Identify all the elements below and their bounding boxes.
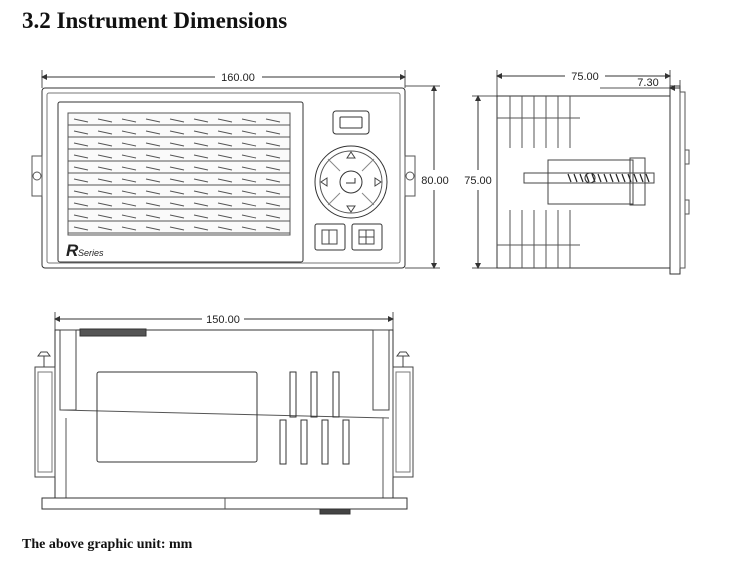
bottom-view: 150.00 <box>34 312 414 515</box>
side-view: 75.00 7.30 75.00 <box>464 70 690 275</box>
bottom-width-label: 150.00 <box>206 314 240 326</box>
brand-logo-series: Series <box>78 248 104 258</box>
page-title: 3.2 Instrument Dimensions <box>22 8 288 33</box>
brand-logo-mark: R <box>66 241 79 260</box>
front-height-label: 80.00 <box>421 175 449 187</box>
unit-footnote: The above graphic unit: mm <box>22 537 193 552</box>
front-view: 160.00 80.00 <box>31 70 449 269</box>
side-height-label: 75.00 <box>464 175 492 187</box>
front-width-label: 160.00 <box>221 72 255 84</box>
side-bezel-label: 7.30 <box>637 77 658 89</box>
side-depth-label: 75.00 <box>571 71 599 83</box>
